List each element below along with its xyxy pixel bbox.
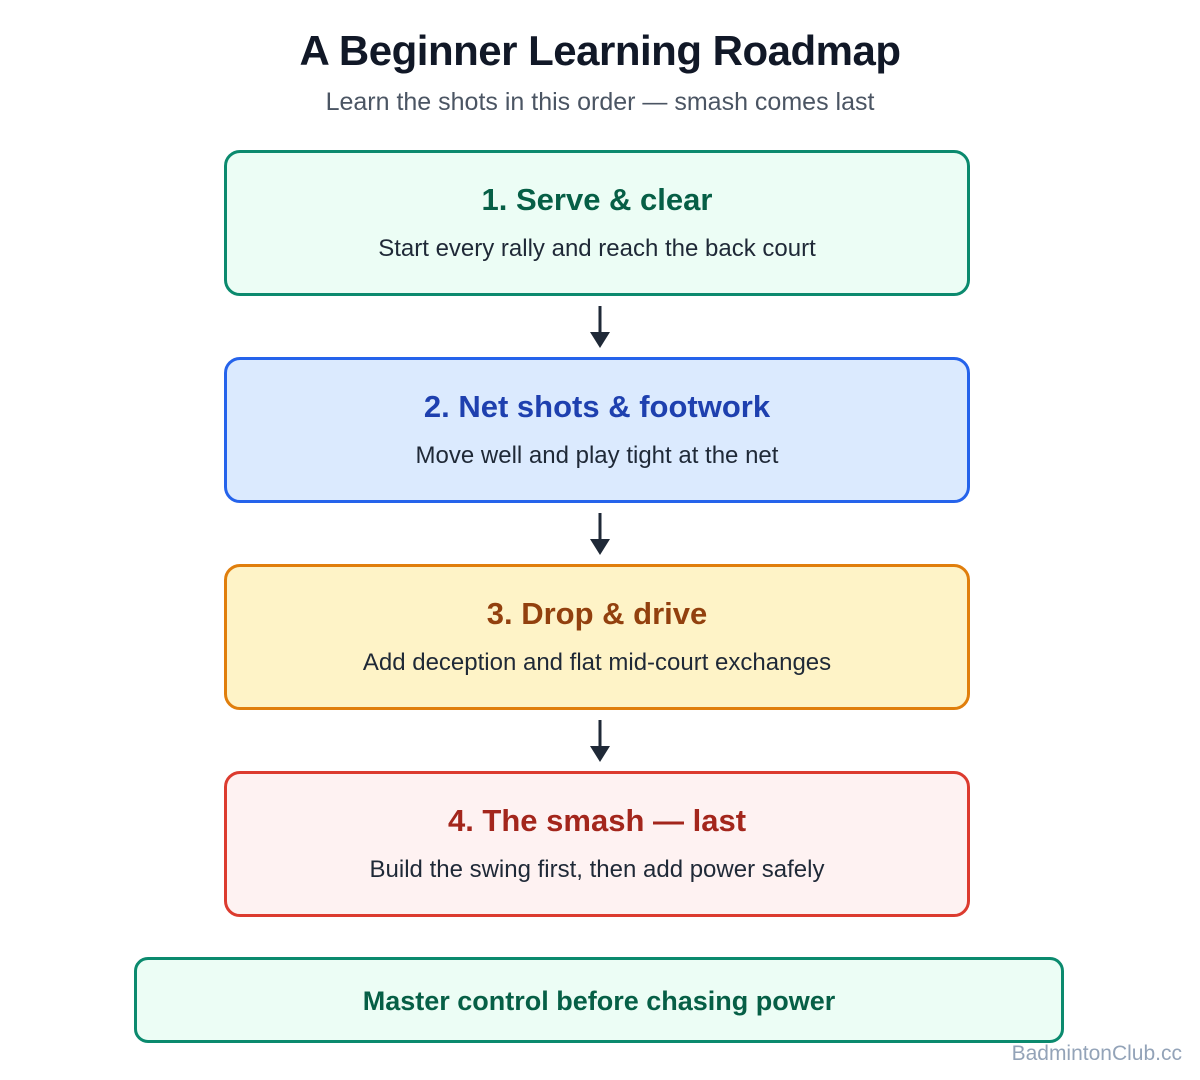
page-title: A Beginner Learning Roadmap — [299, 27, 901, 74]
arrow-down-icon — [590, 720, 610, 762]
step-title: 3. Drop & drive — [486, 596, 708, 631]
step-description: Add deception and flat mid-court exchang… — [362, 649, 832, 676]
step-title: 2. Net shots & footwork — [423, 389, 771, 424]
takeaway-box: Master control before chasing power — [134, 957, 1064, 1043]
watermark: BadmintonClub.cc — [1011, 1042, 1182, 1065]
step-box-drop-drive: 3. Drop & drive Add deception and flat m… — [224, 564, 970, 710]
step-box-serve-clear: 1. Serve & clear Start every rally and r… — [224, 150, 970, 296]
step-box-smash: 4. The smash — last Build the swing firs… — [224, 771, 970, 917]
step-description: Build the swing first, then add power sa… — [369, 856, 825, 883]
step-title: 1. Serve & clear — [481, 182, 713, 217]
page-subtitle: Learn the shots in this order — smash co… — [325, 88, 875, 116]
arrow-down-icon — [590, 513, 610, 555]
step-title: 4. The smash — last — [447, 803, 747, 838]
step-description: Move well and play tight at the net — [415, 442, 779, 469]
step-box-net-footwork: 2. Net shots & footwork Move well and pl… — [224, 357, 970, 503]
arrow-down-icon — [590, 306, 610, 348]
takeaway-text: Master control before chasing power — [362, 986, 836, 1016]
step-description: Start every rally and reach the back cou… — [378, 235, 816, 262]
